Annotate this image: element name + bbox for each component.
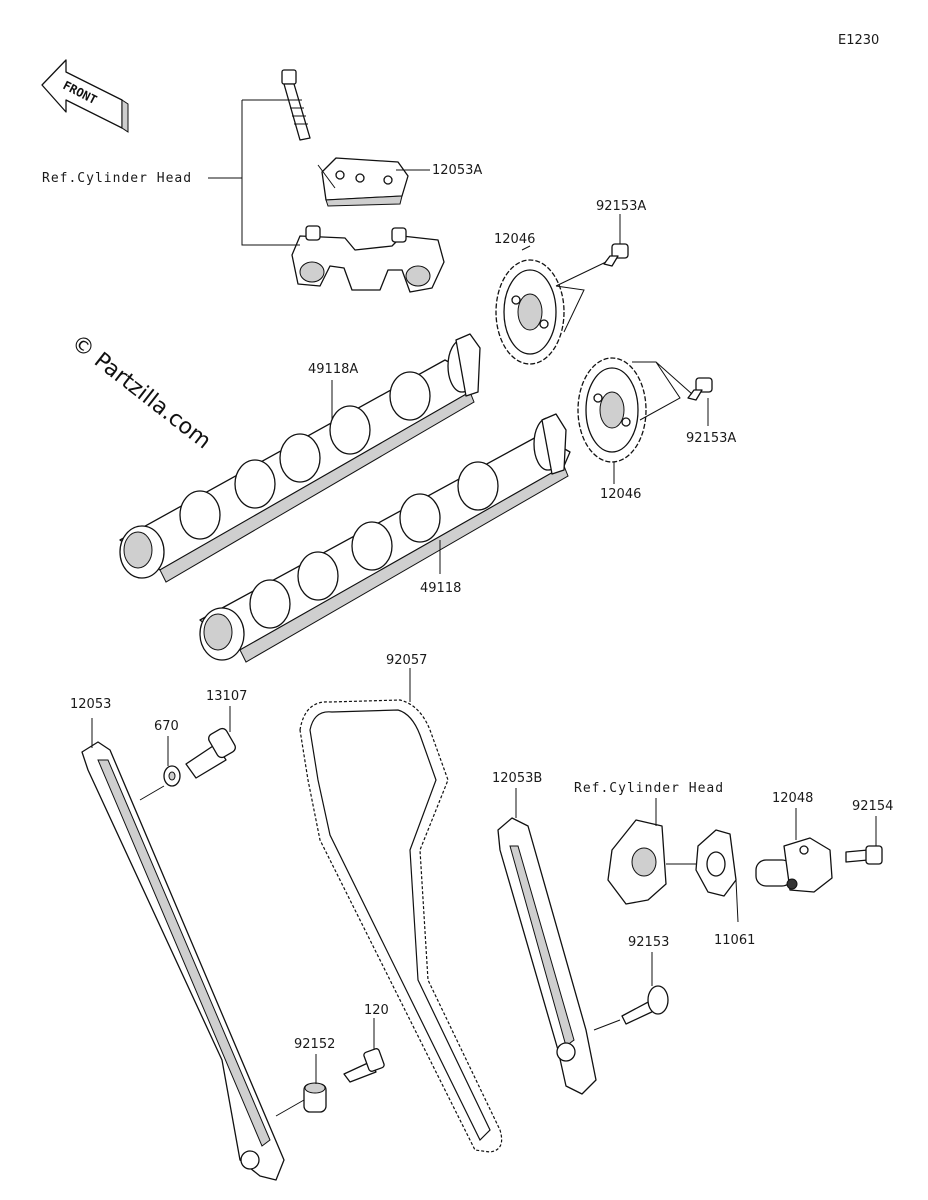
label-92153A-top: 92153A: [596, 199, 646, 214]
chain-tensioner-12048: [755, 837, 833, 893]
label-13107: 13107: [206, 689, 247, 704]
tensioner-guide-12053B: [497, 817, 597, 1095]
camshaft-exhaust-49118A: [119, 333, 481, 583]
label-12048: 12048: [772, 791, 813, 806]
camshaft-cap: [291, 225, 445, 293]
cylinder-head-mount: [607, 819, 667, 905]
cam-holder-bolt: [281, 69, 311, 141]
collar-92152: [303, 1082, 327, 1113]
label-49118A: 49118A: [308, 362, 358, 377]
camshaft-intake-49118: [199, 413, 571, 663]
label-49118: 49118: [420, 581, 461, 596]
gasket-11061: [695, 829, 737, 897]
label-120: 120: [364, 1003, 389, 1018]
washer-670: [163, 765, 181, 787]
label-670: 670: [154, 719, 179, 734]
label-92152: 92152: [294, 1037, 335, 1052]
label-12046-bottom: 12046: [600, 487, 641, 502]
front-arrow-icon: FRONT: [41, 59, 129, 133]
label-ref-cylinder-head-bottom: Ref.Cylinder Head: [574, 781, 724, 796]
bolt-92153: [621, 985, 669, 1025]
label-92154: 92154: [852, 799, 893, 814]
label-92153A-right: 92153A: [686, 431, 736, 446]
page-code: E1230: [838, 33, 879, 48]
watermark: © Partzilla.com: [66, 330, 215, 454]
guide-pin-13107: [185, 727, 236, 779]
label-11061: 11061: [714, 933, 755, 948]
label-92057: 92057: [386, 653, 427, 668]
chain-guide-12053: [81, 741, 285, 1181]
bolt-120: [343, 1048, 385, 1083]
label-12053A: 12053A: [432, 163, 482, 178]
label-92153: 92153: [628, 935, 669, 950]
cam-chain-guide-holder: [321, 157, 409, 207]
sprocket-bolt-lower: [687, 377, 713, 401]
bolt-92154: [845, 845, 883, 865]
cam-chain: [299, 699, 503, 1153]
label-12053: 12053: [70, 697, 111, 712]
camshaft-sprocket-upper: [495, 259, 565, 365]
camshaft-sprocket-lower: [577, 357, 647, 463]
label-12046-top: 12046: [494, 232, 535, 247]
sprocket-bolt-upper: [603, 243, 629, 267]
label-12053B: 12053B: [492, 771, 542, 786]
label-ref-cylinder-head-top: Ref.Cylinder Head: [42, 171, 192, 186]
